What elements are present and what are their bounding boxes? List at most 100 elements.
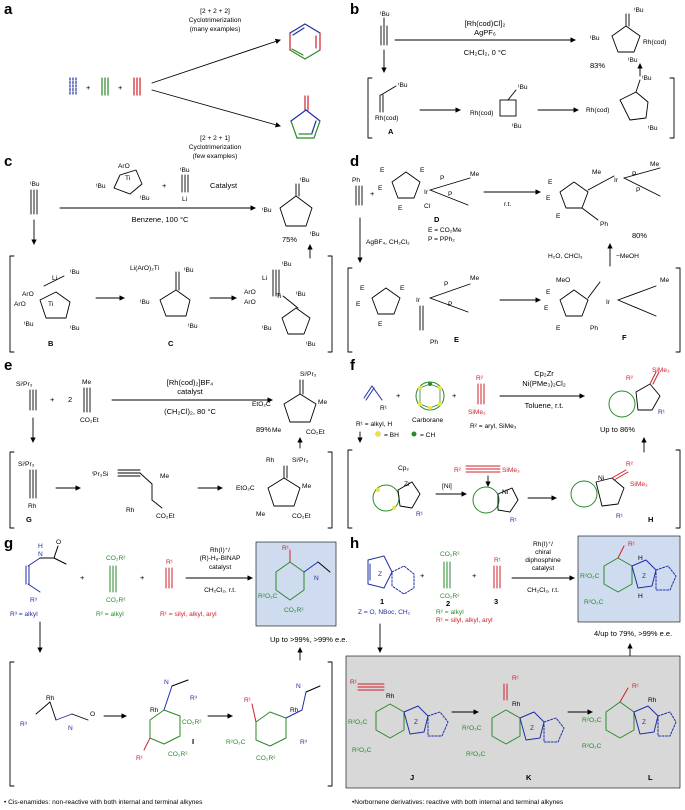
rh-k: Rh bbox=[512, 701, 521, 708]
yield-c: 75% bbox=[282, 235, 297, 244]
r3-enamide: R³ bbox=[30, 597, 38, 604]
z-k: Z bbox=[530, 725, 534, 732]
panel-g: g N H O R³ + CO₂R² CO₂R² + R¹ R³ = alkyl… bbox=[4, 535, 348, 806]
two-equiv: 2 bbox=[68, 395, 72, 404]
ph-alkyne bbox=[355, 185, 363, 206]
agbf4-conditions: AgBF₄, CH₂Cl₂ bbox=[366, 239, 410, 246]
tbu-c2: ᵗBu bbox=[140, 195, 150, 202]
tbu-diene1: ᵗBu bbox=[642, 75, 652, 82]
intermediate-g-label: G bbox=[26, 515, 32, 524]
sipr-g: SiⁱPr₃ bbox=[18, 460, 35, 468]
plus-2: + bbox=[118, 83, 123, 92]
meoh-loss: −MeOH bbox=[616, 253, 639, 260]
bracket-left-d bbox=[347, 267, 353, 353]
compound-1-label: 1 bbox=[380, 597, 384, 606]
co2et-e1: CO₂Et bbox=[80, 417, 99, 424]
yield-b: 83% bbox=[590, 61, 605, 70]
li-c: Li bbox=[182, 196, 188, 203]
plus-f2: + bbox=[452, 391, 457, 400]
z-prod: Z bbox=[642, 573, 646, 580]
r1-h: R¹ bbox=[616, 513, 624, 520]
me-d: Me bbox=[470, 171, 479, 178]
p-d1: P bbox=[440, 175, 445, 182]
product-d-struct bbox=[559, 167, 661, 221]
reagent-e2: catalyst bbox=[177, 387, 203, 396]
h-enamide: H bbox=[38, 543, 43, 550]
rh-l: Rh bbox=[648, 697, 657, 704]
fulvene-rh-product bbox=[611, 13, 641, 53]
nickelacycle bbox=[472, 486, 519, 514]
bracket-left-f bbox=[347, 449, 353, 529]
panel-f-label: f bbox=[350, 357, 356, 374]
o-g1: O bbox=[90, 711, 95, 718]
co2r2-bottom: CO₂R² bbox=[106, 597, 126, 604]
terminal-alkyne-h bbox=[493, 565, 501, 589]
intermediate-k-struct bbox=[491, 683, 565, 745]
reagent-f1: Cp₂Zr bbox=[534, 369, 554, 378]
p-d2: P bbox=[448, 191, 453, 198]
conditions-g: CH₂Cl₂, r.t. bbox=[204, 587, 236, 594]
top-arrow-label-2: Cyclotrimerization bbox=[189, 17, 242, 24]
e-f3: E bbox=[556, 325, 561, 332]
me-fulv1: Me bbox=[302, 483, 311, 490]
panel-d-label: d bbox=[350, 153, 359, 170]
e-f1: E bbox=[546, 289, 551, 296]
intermediate-l-struct bbox=[605, 687, 677, 739]
tbu-a: ᵗBu bbox=[398, 82, 408, 89]
compound-3-label: 3 bbox=[494, 597, 498, 606]
e-d1: E bbox=[380, 167, 385, 174]
tbu-prod1: ᵗBu bbox=[634, 7, 644, 14]
norbornene-1 bbox=[367, 555, 415, 595]
p-e2: P bbox=[448, 301, 453, 308]
yield-g: Up to >99%, >99% e.e. bbox=[270, 635, 348, 644]
n-enamide: N bbox=[38, 551, 43, 558]
aro-b1: ArO bbox=[22, 291, 34, 298]
ni-catalyst: [Ni] bbox=[442, 483, 452, 490]
intermediate-e-struct bbox=[371, 283, 471, 331]
n-g2: N bbox=[296, 683, 301, 690]
r1-g: R¹ bbox=[166, 559, 174, 566]
lio-c: Li(ArO)₂Ti bbox=[130, 265, 160, 272]
intermediate-j-struct bbox=[357, 683, 449, 739]
n-g1: N bbox=[68, 725, 73, 732]
me-enyne: Me bbox=[160, 473, 169, 480]
co2r2-top: CO₂R² bbox=[106, 555, 126, 562]
alkyne-red bbox=[133, 77, 141, 96]
ti-reagent bbox=[113, 169, 143, 195]
tbu-c3: ᵗBu bbox=[180, 167, 190, 174]
tbu-alkyne-c bbox=[30, 189, 38, 215]
panel-c: c ArO Ti ᵗBu ᵗBu + ᵗBu Li Catalyst Benze… bbox=[4, 153, 333, 353]
panel-e-label: e bbox=[4, 357, 12, 374]
e-p3: E bbox=[556, 213, 561, 220]
ir-p: Ir bbox=[614, 177, 619, 184]
r1-j: R¹ bbox=[350, 679, 358, 686]
conditions-f: Toluene, r.t. bbox=[525, 401, 564, 410]
aro-c2-1: ArO bbox=[244, 289, 256, 296]
co2r2-i2: CO₂R² bbox=[168, 751, 188, 758]
e-e3: E bbox=[378, 321, 383, 328]
r1-f: R¹ bbox=[380, 405, 388, 412]
bracket-right-b bbox=[669, 77, 675, 139]
e-d2: E bbox=[378, 185, 383, 192]
r1-zr: R¹ bbox=[416, 511, 424, 518]
p-p2: P bbox=[636, 187, 641, 194]
product-h-struct bbox=[603, 545, 677, 593]
r2o2c-l2: R²O₂C bbox=[582, 743, 602, 750]
tbu-cyc1: ᵗBu bbox=[518, 84, 528, 91]
ti-b: Ti bbox=[48, 301, 54, 308]
h-prod2: H bbox=[638, 593, 643, 600]
bottom-arrow-label-2: Cyclotrimerization bbox=[189, 144, 242, 151]
li-c2: Li bbox=[262, 275, 268, 282]
plus-h1: + bbox=[420, 571, 425, 580]
intermediate-h-label: H bbox=[648, 515, 653, 524]
conditions-c: Benzene, 100 °C bbox=[132, 215, 189, 224]
tbu-cc2: ᵗBu bbox=[140, 299, 150, 306]
r2o2c-g2: R²O₂C bbox=[226, 739, 246, 746]
me-e1: Me bbox=[82, 379, 91, 386]
bh-dot-icon bbox=[375, 431, 381, 437]
rh-prod: Rh(cod) bbox=[643, 39, 666, 46]
r1-l: R¹ bbox=[632, 683, 640, 690]
product-g-struct bbox=[275, 549, 331, 601]
catalyst-h4: catalyst bbox=[532, 565, 555, 572]
tbu-b3: ᵗBu bbox=[70, 325, 80, 332]
